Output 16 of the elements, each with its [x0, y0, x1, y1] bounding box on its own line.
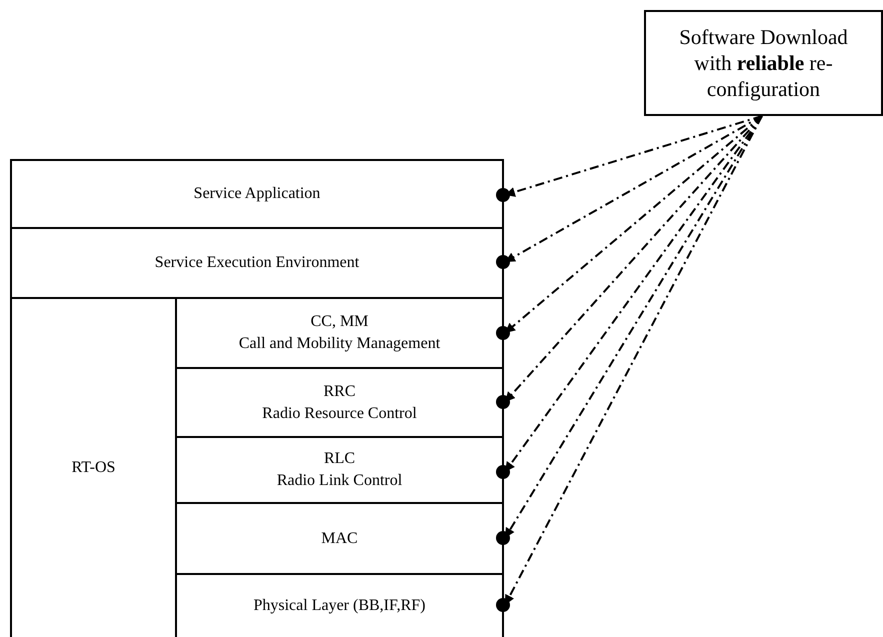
- layer-label: RT-OS: [72, 458, 116, 478]
- layer-label: Service Execution Environment: [154, 253, 360, 274]
- layer-label: Physical Layer (BB,IF,RF): [253, 596, 426, 616]
- box-label: Software Download with reliable re-configuration: [678, 24, 849, 102]
- layer-description: Call and Mobility Management: [238, 334, 440, 354]
- layer-box: [10, 159, 504, 229]
- layer-label: Service Application: [194, 184, 320, 204]
- layer-label: RRC: [323, 382, 356, 402]
- layer-description: Radio Resource Control: [262, 404, 417, 424]
- process-box: [644, 10, 883, 116]
- layer-label: RLC: [324, 449, 356, 470]
- layer-box: [10, 227, 504, 299]
- layer-label: CC, MM: [310, 312, 368, 332]
- layer-description: Radio Link Control: [276, 471, 402, 491]
- layer-label: MAC: [321, 528, 358, 549]
- dash-dot-arrow: [504, 115, 763, 403]
